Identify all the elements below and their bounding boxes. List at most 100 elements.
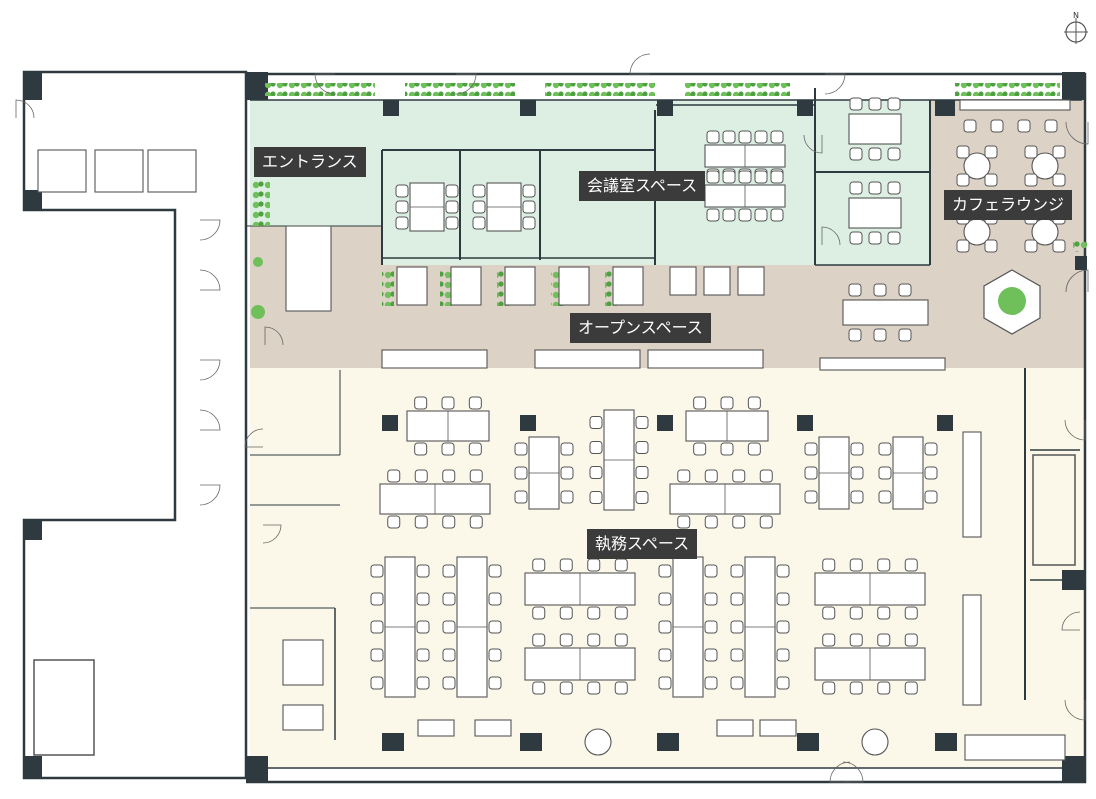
chair <box>849 606 863 620</box>
chair <box>754 208 768 222</box>
chair <box>720 396 734 410</box>
desk <box>37 149 87 193</box>
chair <box>559 681 573 695</box>
chair <box>956 145 970 159</box>
desk <box>962 431 982 538</box>
chair <box>468 396 482 410</box>
chair <box>776 648 790 662</box>
chair <box>532 681 546 695</box>
chair <box>370 676 384 690</box>
chair <box>822 681 836 695</box>
door-swing <box>1065 121 1089 145</box>
door-swing <box>244 428 264 448</box>
chair <box>878 442 892 456</box>
chair <box>677 469 691 483</box>
chair <box>442 592 456 606</box>
chair <box>730 676 744 690</box>
chair <box>635 416 649 429</box>
chair <box>747 396 761 410</box>
chair <box>877 633 891 647</box>
chair <box>693 442 707 456</box>
chair <box>488 592 502 606</box>
chair <box>732 469 746 483</box>
chair <box>1024 239 1038 253</box>
chair <box>904 633 918 647</box>
chair <box>472 184 486 198</box>
door-swing <box>262 524 282 544</box>
chair <box>704 515 718 529</box>
chair <box>722 130 736 144</box>
chair <box>387 469 401 483</box>
chair <box>849 147 863 161</box>
entrance-label: エントランス <box>254 147 366 177</box>
chair <box>804 442 818 456</box>
chair <box>559 633 573 647</box>
door-swing <box>1061 611 1081 631</box>
desk <box>534 349 641 369</box>
chair <box>776 564 790 578</box>
chair <box>1017 119 1031 133</box>
chair <box>514 442 528 456</box>
chair <box>963 119 977 133</box>
chair <box>848 283 862 297</box>
chair <box>488 676 502 690</box>
chair <box>770 130 784 144</box>
desk <box>417 719 455 737</box>
chair <box>873 328 887 342</box>
chair <box>738 208 752 222</box>
door-swing <box>314 73 336 95</box>
desk <box>759 719 797 737</box>
chair <box>877 681 891 695</box>
chair <box>759 469 773 483</box>
chair <box>587 681 601 695</box>
chair <box>395 184 409 198</box>
desk <box>450 266 482 306</box>
chairs <box>370 97 1066 695</box>
chair <box>416 676 430 690</box>
chair <box>532 633 546 647</box>
chair <box>706 130 720 144</box>
chair <box>730 648 744 662</box>
chair <box>924 442 938 456</box>
chair <box>589 491 603 504</box>
chair <box>984 239 998 253</box>
chair <box>614 681 628 695</box>
chair <box>414 396 428 410</box>
door-swing <box>199 359 221 381</box>
chair <box>587 558 601 572</box>
chair <box>693 396 707 410</box>
desk <box>737 266 765 296</box>
chair <box>776 676 790 690</box>
desk <box>842 299 929 326</box>
door-swing <box>803 134 823 154</box>
chair <box>559 558 573 572</box>
door-swing <box>629 53 651 75</box>
door-swing <box>264 326 284 346</box>
chair <box>704 469 718 483</box>
chair <box>849 97 863 111</box>
chair <box>1024 173 1038 187</box>
chair <box>522 200 536 214</box>
chair <box>658 564 672 578</box>
chair <box>849 681 863 695</box>
chair <box>469 515 483 529</box>
chair <box>414 469 428 483</box>
round-table <box>584 728 612 756</box>
desk <box>504 266 536 306</box>
door-swing <box>842 761 864 783</box>
desk <box>848 197 902 229</box>
chair <box>560 466 574 480</box>
chair <box>441 442 455 456</box>
chair <box>468 442 482 456</box>
chair <box>887 231 901 245</box>
chair <box>614 558 628 572</box>
chair <box>754 130 768 144</box>
chair <box>589 416 603 429</box>
chair <box>441 396 455 410</box>
chair <box>442 515 456 529</box>
desk <box>716 719 754 737</box>
chair <box>1052 145 1066 159</box>
chair <box>868 97 882 111</box>
door-swing <box>199 409 221 431</box>
chair <box>472 216 486 230</box>
